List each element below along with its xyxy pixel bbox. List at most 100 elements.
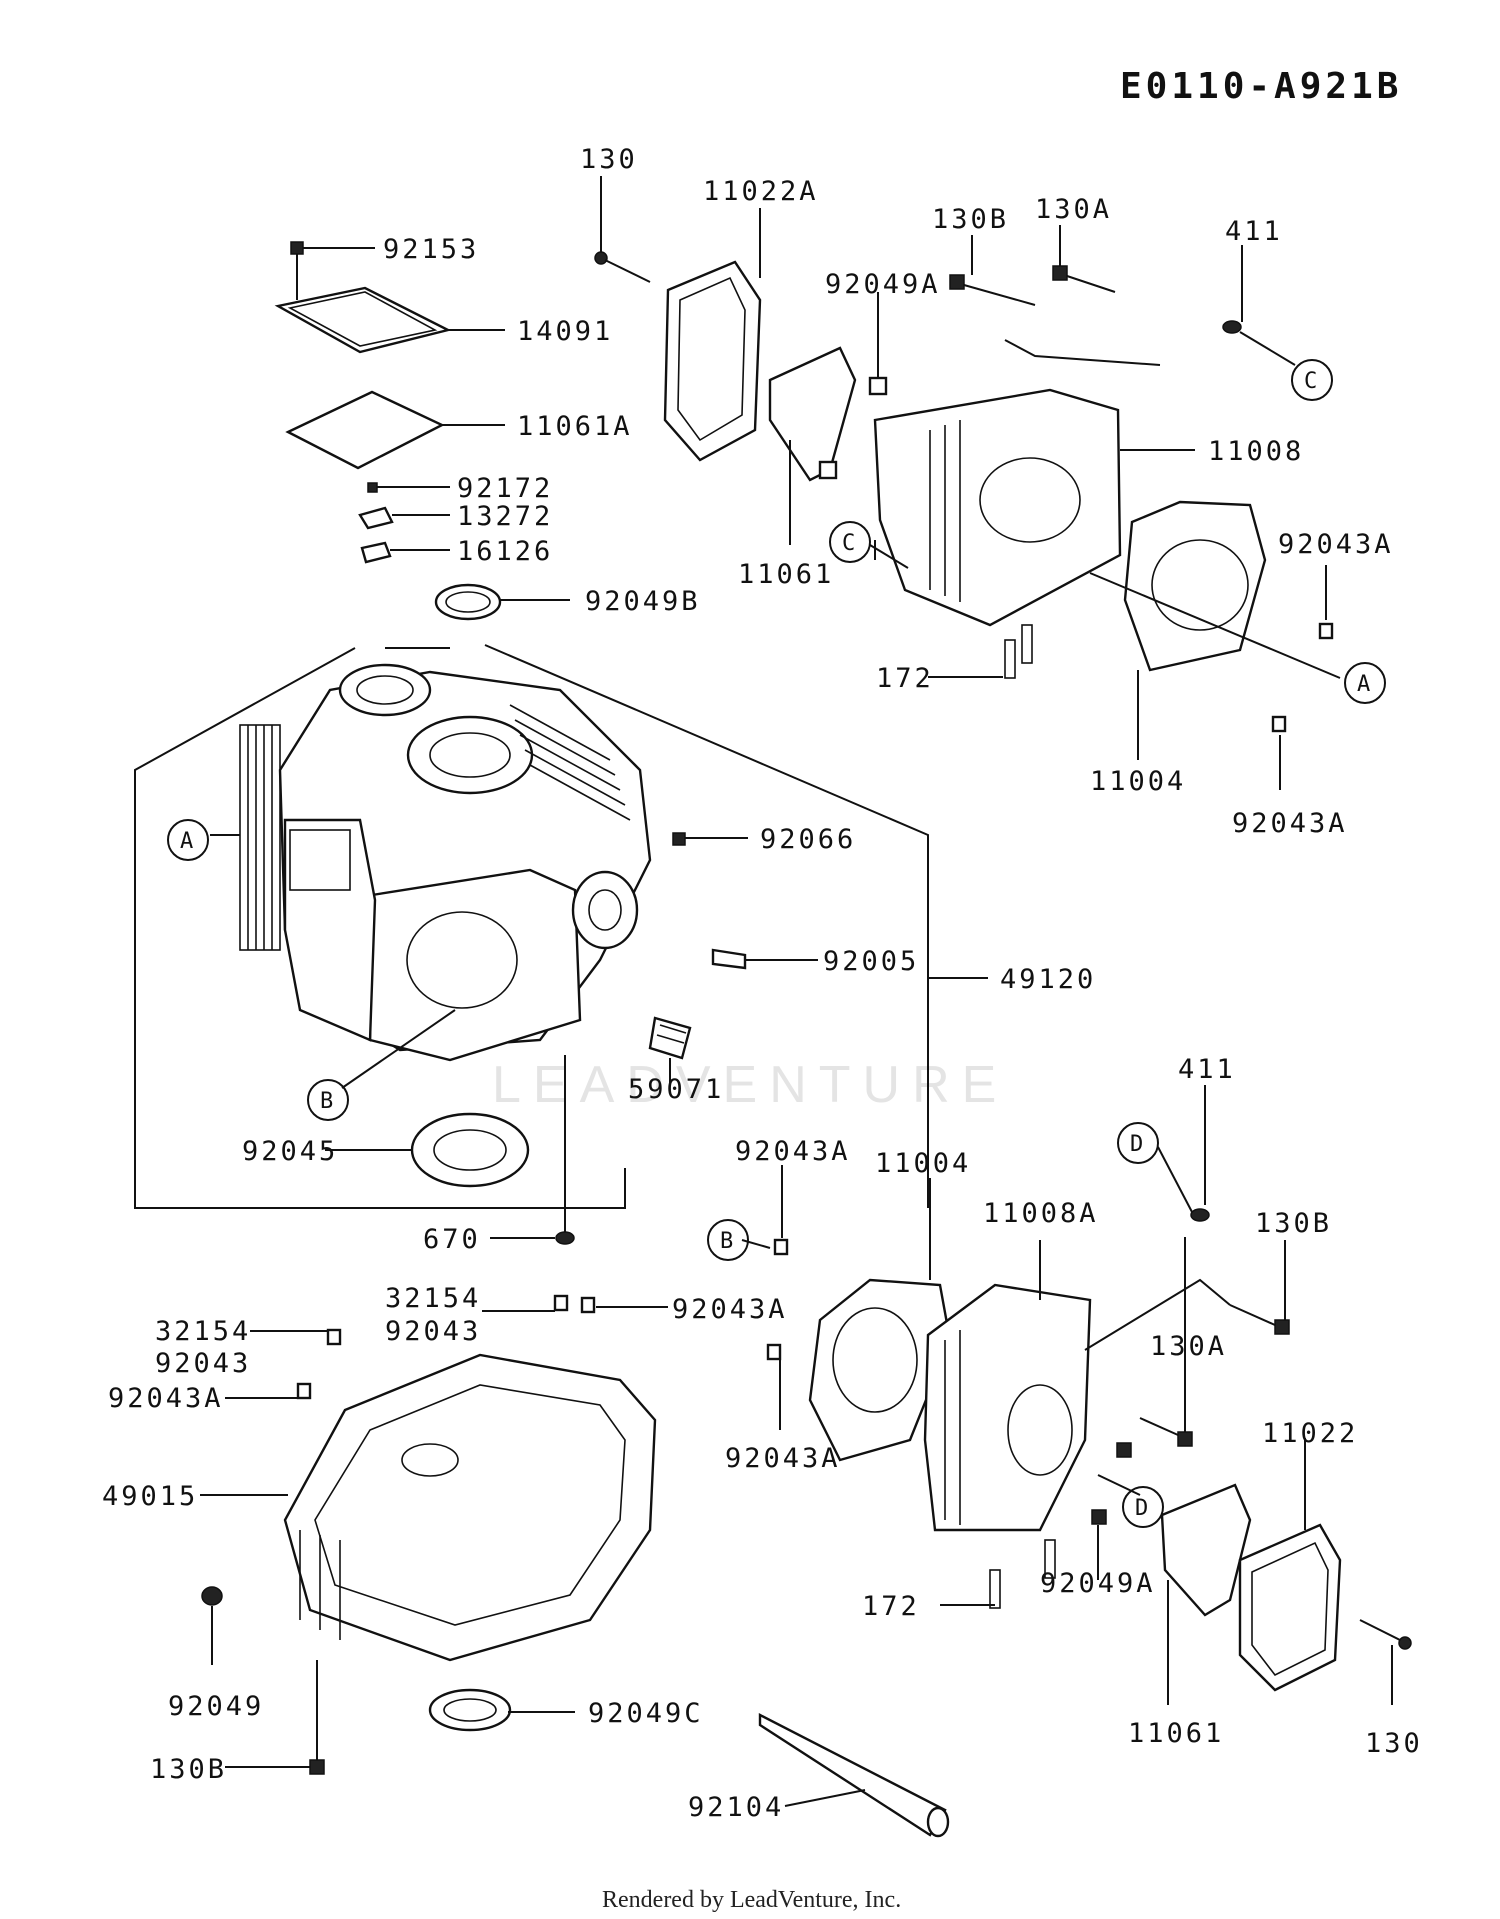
gasket-11061A	[285, 390, 445, 470]
label-11061-top: 11061	[738, 559, 834, 590]
label-11004-top: 11004	[1090, 766, 1186, 797]
bearing-92045	[410, 1112, 530, 1188]
cylinder-head-11008	[873, 388, 1122, 627]
gasket-11061-bot	[1160, 1483, 1252, 1617]
label-130B-mid: 130B	[1255, 1208, 1332, 1239]
label-92066: 92066	[760, 824, 856, 855]
label-92043A-c: 92043A	[672, 1294, 788, 1325]
dowel-92043A-left	[296, 1382, 312, 1400]
dowel-92043A-mid-2	[766, 1343, 782, 1361]
label-92049A-bot: 92049A	[1040, 1568, 1156, 1599]
cylinder-fins-top	[509, 704, 631, 821]
plug-92049	[201, 1586, 223, 1606]
label-11008A: 11008A	[983, 1198, 1099, 1229]
label-11008: 11008	[1208, 436, 1304, 467]
ref-c-left: C	[842, 531, 855, 556]
dowel-32154-a	[326, 1328, 342, 1346]
label-11061-bot: 11061	[1128, 1718, 1224, 1749]
bolt-130-bot	[1359, 1619, 1412, 1650]
stud-172-top-1	[1004, 639, 1016, 679]
label-92043A-m: 92043A	[735, 1136, 851, 1167]
stud-172-top-2	[1021, 624, 1033, 664]
diagram-code: E0110-A921B	[1120, 66, 1402, 107]
label-92045: 92045	[242, 1136, 338, 1167]
label-49015: 49015	[102, 1481, 198, 1512]
ref-d-bot: D	[1135, 1496, 1148, 1521]
label-130-top: 130	[580, 144, 638, 175]
gasket-11004-top	[1123, 500, 1267, 672]
leader-lines	[200, 176, 1393, 1807]
ref-b-mid: B	[720, 1229, 733, 1254]
cylinder-block-upper	[239, 663, 686, 1062]
stud-172-bot-1	[1044, 1539, 1056, 1579]
dowel-92049A-bot-2	[1091, 1509, 1107, 1525]
ref-circle-c-top	[1291, 359, 1333, 401]
label-92005: 92005	[823, 946, 919, 977]
ref-d-top: D	[1130, 1132, 1143, 1157]
label-92049: 92049	[168, 1691, 264, 1722]
oil-seal-92049C	[428, 1688, 512, 1732]
label-32154-b: 32154	[385, 1283, 481, 1314]
dowel-92049A-top-2	[818, 460, 838, 480]
bolt-130B-mid	[1229, 1304, 1290, 1335]
cylinder-fins-left	[239, 724, 281, 951]
label-32154-a: 32154	[155, 1316, 251, 1347]
gasket-11061-top	[768, 346, 857, 482]
ref-a-right: A	[1357, 672, 1370, 697]
bolt-130B-bot	[309, 1660, 325, 1775]
breather-cover-14091	[274, 286, 452, 354]
label-11022A: 11022A	[703, 176, 819, 207]
bolt-130B-top	[949, 274, 1036, 306]
label-172-bot: 172	[862, 1591, 920, 1622]
ref-circles: C C A A B D B D	[167, 359, 1386, 1528]
label-92043A-r2: 92043A	[1232, 808, 1348, 839]
label-130B-bot: 130B	[150, 1754, 227, 1785]
credit-text: Rendered by LeadVenture, Inc.	[602, 1887, 901, 1913]
rocker-cover-11022	[1238, 1523, 1342, 1692]
ref-circle-c-left	[829, 521, 871, 563]
label-92043-b: 92043	[385, 1316, 481, 1347]
crankcase-49015	[283, 1353, 657, 1662]
leader-130B-mid	[1084, 1278, 1231, 1351]
label-92043-a: 92043	[155, 1348, 251, 1379]
dowel-92049A-top	[868, 376, 888, 396]
label-92043A-b: 92043A	[725, 1443, 841, 1474]
ref-circle-d-bot	[1122, 1486, 1164, 1528]
ref-c-top: C	[1304, 369, 1317, 394]
bolt-130-top	[594, 251, 651, 283]
label-130A-mid: 130A	[1150, 1331, 1227, 1362]
ref-circle-a-right	[1344, 662, 1386, 704]
label-92043A-r1: 92043A	[1278, 529, 1394, 560]
ref-circle-d-top	[1117, 1122, 1159, 1164]
screw-92172	[367, 482, 378, 493]
washer-411-top	[1222, 320, 1242, 334]
label-670: 670	[423, 1224, 481, 1255]
label-11061A: 11061A	[517, 411, 633, 442]
label-92104: 92104	[688, 1792, 784, 1823]
label-92049C: 92049C	[588, 1698, 704, 1729]
label-59071: 59071	[628, 1074, 724, 1105]
label-14091: 14091	[517, 316, 613, 347]
rocker-cover-11022A	[663, 260, 762, 462]
ref-a-left: A	[180, 829, 193, 854]
label-92049B: 92049B	[585, 586, 701, 617]
label-11022: 11022	[1262, 1418, 1358, 1449]
watermark-text: LEADVENTURE	[492, 1056, 1008, 1114]
label-92172: 92172	[457, 473, 553, 504]
plate-16126	[360, 541, 392, 564]
label-13272: 13272	[457, 501, 553, 532]
part-labels: 130 11022A 130B 130A 411 92153 92049A 14…	[102, 144, 1423, 1823]
label-16126: 16126	[457, 536, 553, 567]
sealant-tube-92104	[758, 1713, 950, 1838]
label-92043A-l: 92043A	[108, 1383, 224, 1414]
bolt-130A-top	[1052, 265, 1116, 293]
dowel-32154-b	[553, 1294, 569, 1312]
washer-411-mid	[1190, 1208, 1210, 1222]
spring-59071	[648, 1016, 692, 1060]
ref-circle-a-left	[167, 819, 209, 861]
label-130-bot: 130	[1365, 1728, 1423, 1759]
ring-670	[555, 1231, 575, 1245]
oil-seal-92049B	[434, 583, 502, 621]
ref-circle-b-mid	[707, 1219, 749, 1261]
